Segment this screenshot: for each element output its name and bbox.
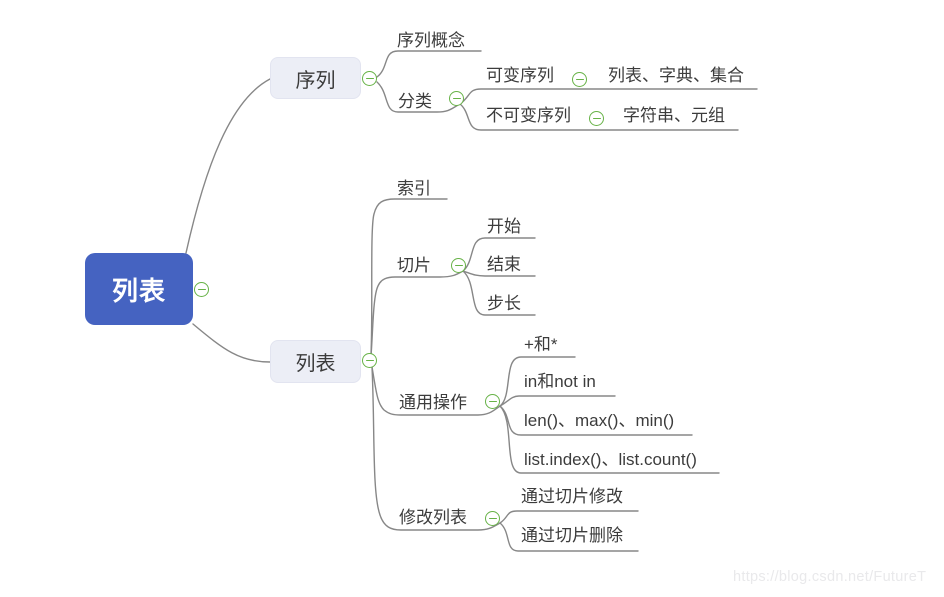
collapse-icon-operations[interactable] [485, 394, 500, 409]
root-topic-label: 列表 [111, 275, 166, 306]
connector [376, 81, 461, 113]
collapse-icon-modify[interactable] [485, 511, 500, 526]
topic-modify-list[interactable]: 修改列表 [399, 508, 467, 527]
topic-op-concat-repeat[interactable]: +和* [524, 335, 558, 354]
csdn-watermark: https://blog.csdn.net/FutureT [733, 569, 927, 585]
collapse-icon-root[interactable] [194, 282, 209, 297]
connector [462, 237, 536, 272]
topic-sequence-concept[interactable]: 序列概念 [397, 31, 465, 50]
topic-slice[interactable]: 切片 [397, 256, 431, 275]
collapse-icon-immutable[interactable] [589, 111, 604, 126]
topic-slice-end[interactable]: 结束 [487, 255, 521, 274]
collapse-icon-mutable[interactable] [572, 72, 587, 87]
topic-op-membership[interactable]: in和not in [524, 372, 596, 391]
topic-list-branch-label: 列表 [295, 353, 336, 375]
connector [462, 270, 536, 277]
topic-op-list-methods[interactable]: list.index()、list.count() [524, 450, 697, 469]
connector [371, 366, 501, 416]
connector [459, 103, 739, 131]
connector [499, 510, 639, 524]
collapse-icon-slice[interactable] [451, 258, 466, 273]
connector [370, 270, 464, 357]
connector [185, 78, 271, 254]
connector [192, 323, 271, 363]
collapse-icon-list-branch[interactable] [362, 353, 377, 368]
topic-modify-by-slice[interactable]: 通过切片修改 [521, 487, 623, 506]
connector [371, 366, 501, 531]
topic-mutable-examples[interactable]: 列表、字典、集合 [608, 66, 744, 85]
connector [459, 88, 758, 105]
topic-mutable-sequence[interactable]: 可变序列 [486, 66, 554, 85]
topic-slice-start[interactable]: 开始 [487, 217, 521, 236]
topic-slice-step[interactable]: 步长 [487, 294, 521, 313]
collapse-icon-sequence[interactable] [362, 71, 377, 86]
topic-sequence-label: 序列 [295, 69, 336, 92]
topic-list-branch[interactable]: 列表 [270, 340, 361, 383]
collapse-icon-classification[interactable] [449, 91, 464, 106]
topic-op-builtin-funcs[interactable]: len()、max()、min() [524, 411, 675, 430]
connector [370, 198, 448, 355]
connector [499, 395, 616, 407]
topic-sequence[interactable]: 序列 [270, 57, 361, 99]
topic-common-operations[interactable]: 通用操作 [399, 393, 467, 412]
topic-index[interactable]: 索引 [397, 179, 431, 198]
topic-immutable-examples[interactable]: 字符串、元组 [623, 106, 725, 125]
topic-classification[interactable]: 分类 [398, 92, 432, 111]
connector [376, 50, 482, 78]
topic-delete-by-slice[interactable]: 通过切片删除 [521, 526, 623, 545]
topic-immutable-sequence[interactable]: 不可变序列 [486, 106, 571, 125]
connector [499, 356, 576, 407]
connector [462, 270, 536, 316]
root-topic-list[interactable]: 列表 [85, 253, 193, 325]
connector [499, 522, 639, 552]
connector [499, 405, 720, 474]
